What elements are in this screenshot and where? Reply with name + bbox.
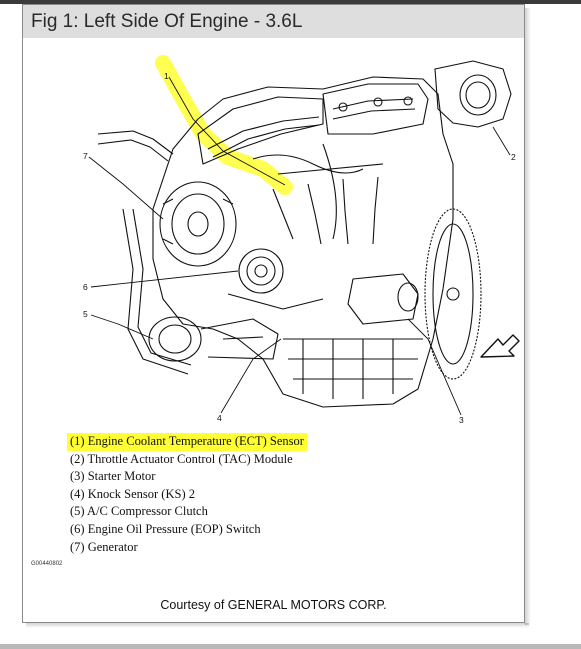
figure-frame: Fig 1: Left Side Of Engine - 3.6L (22, 4, 525, 623)
legend-item-knock-sensor: (4) Knock Sensor (KS) 2 (70, 486, 195, 501)
callout-6: 6 (83, 282, 88, 292)
callout-2-leader (492, 126, 511, 156)
callout-7: 7 (83, 151, 88, 161)
ac-compressor (148, 316, 202, 362)
legend-item-ac-compressor-clutch: (5) A/C Compressor Clutch (70, 504, 208, 519)
throttle-body (434, 60, 512, 128)
figure-header: Fig 1: Left Side Of Engine - 3.6L (23, 5, 524, 38)
flywheel (424, 208, 482, 380)
legend-item-tac-module: (2) Throttle Actuator Control (TAC) Modu… (70, 451, 293, 466)
callout-5-leader (90, 314, 154, 340)
valve-cover-right (322, 83, 429, 135)
callout-3-leader (407, 318, 462, 416)
legend: (1) Engine Coolant Temperature (ECT) Sen… (67, 433, 307, 556)
callout-4: 4 (217, 413, 222, 423)
callout-5: 5 (83, 309, 88, 319)
engine-diagram: 1 2 3 4 5 6 7 (83, 55, 520, 425)
engine-block (152, 76, 454, 408)
starter-motor (347, 273, 419, 325)
callout-1-leader (168, 76, 286, 186)
frame-shadow-right (525, 8, 531, 625)
oil-filter (238, 248, 284, 294)
callout-3: 3 (459, 415, 464, 425)
valve-cover-left (197, 96, 324, 165)
frame-shadow-bottom (26, 623, 529, 628)
legend-item-generator: (7) Generator (70, 539, 138, 554)
callout-4-leader (220, 338, 282, 414)
image-code: G00440802 (31, 561, 63, 567)
callout-2: 2 (511, 152, 516, 162)
coolant-hose (97, 130, 174, 155)
bottom-bar (0, 644, 581, 649)
credit-text: Courtesy of GENERAL MOTORS CORP. (160, 598, 387, 612)
callout-1: 1 (164, 71, 169, 81)
callout-7-leader (88, 156, 164, 220)
top-bar (0, 0, 581, 4)
generator (159, 181, 237, 267)
figure-title: Fig 1: Left Side Of Engine - 3.6L (31, 11, 303, 32)
front-arrow-icon (480, 334, 520, 358)
legend-item-eop-switch: (6) Engine Oil Pressure (EOP) Switch (70, 521, 261, 536)
legend-item-starter-motor: (3) Starter Motor (70, 469, 156, 484)
legend-item-ect-sensor: (1) Engine Coolant Temperature (ECT) Sen… (67, 433, 307, 451)
callout-6-leader (90, 270, 239, 288)
